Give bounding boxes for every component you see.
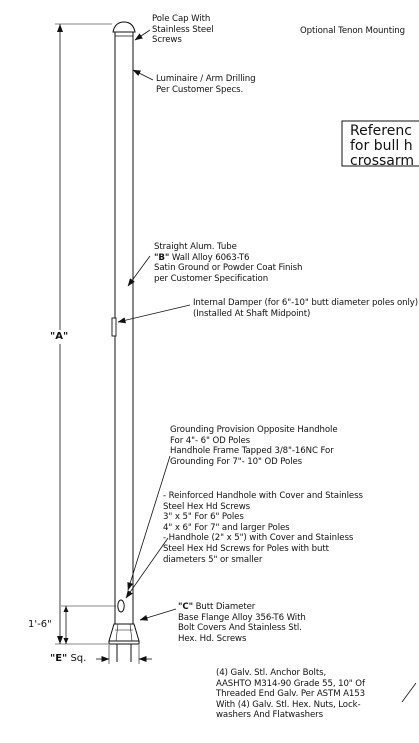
leader-luminaire <box>132 69 154 81</box>
callout-grounding: Grounding Provision Opposite Handhole Fo… <box>170 425 338 467</box>
base-flange <box>108 623 140 642</box>
dimension-a: "A" <box>50 331 69 342</box>
handhole <box>117 599 125 613</box>
leader-handhole <box>125 537 169 599</box>
callout-optional-tenon: Optional Tenon Mounting <box>300 26 405 36</box>
callout-damper: Internal Damper (for 6"-10" butt diamete… <box>193 298 419 319</box>
leader-tube <box>127 255 151 287</box>
leader-butt <box>139 608 177 621</box>
callout-luminaire-drilling: Luminaire / Arm Drilling Per Customer Sp… <box>156 74 256 95</box>
dimension-height: 1'-6" <box>28 619 52 630</box>
callout-butt-diameter: "C" Butt Diameter Base Flange Alloy 356-… <box>178 602 306 644</box>
leader-pole-cap <box>134 29 151 41</box>
callout-tube: Straight Alum. Tube "B" Wall Alloy 6063-… <box>154 242 303 284</box>
callout-anchor-bolts: (4) Galv. Stl. Anchor Bolts, AASHTO M314… <box>216 668 366 721</box>
leader-anchor <box>401 682 417 703</box>
reference-box <box>341 120 419 167</box>
reference-box-text: Referenc for bull h crossarm <box>350 123 415 169</box>
callout-handhole: - Reinforced Handhole with Cover and Sta… <box>163 491 363 565</box>
leader-grounding <box>127 455 171 591</box>
internal-damper <box>111 317 117 337</box>
dimension-e: "E" Sq. <box>50 653 87 664</box>
callout-pole-cap: Pole Cap With Stainless Steel Screws <box>152 14 214 46</box>
leader-damper <box>117 304 191 324</box>
pole-shaft <box>114 31 134 645</box>
pole-cap <box>112 21 136 33</box>
